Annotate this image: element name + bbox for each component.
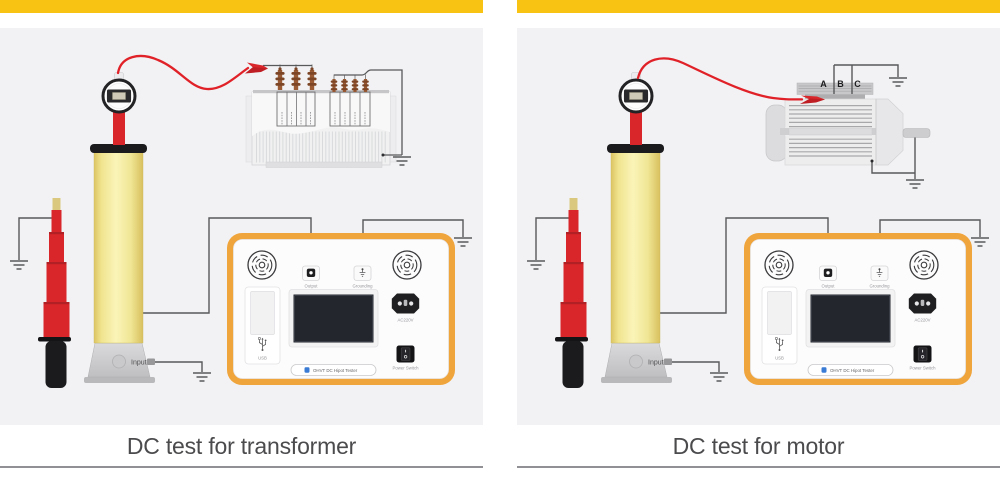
usb-module: USB [244,286,281,365]
top-accent-bar [517,0,1000,13]
output-label: Output [305,284,319,289]
ground-icon [970,237,990,247]
panel-motor: A B C [517,0,1000,480]
usb-module: USB [761,286,798,365]
caption-motor: DC test for motor [672,433,845,459]
top-accent-bar [0,0,483,13]
ac-socket: AC220V [908,293,937,323]
hv-test-source: Input [601,72,672,383]
ground-icon [905,179,925,189]
caption-underline [0,466,483,468]
hv-bushings [275,64,317,90]
fan-icon [247,250,277,280]
transformer-test-diagram: Input [9,54,473,388]
hv-cable [116,54,268,91]
caption-underline [517,466,1000,468]
meter-icon [618,72,654,114]
motor-test-diagram: A B C [526,57,990,388]
ac-socket-label: AC220V [914,318,930,323]
display-screen [288,289,379,348]
input-label: Input [131,360,147,367]
power-switch-label: Power Switch [909,366,936,371]
diagram-canvas-motor: A B C [517,28,1000,425]
power-switch-label: Power Switch [392,366,419,371]
power-switch: Power Switch [909,345,936,371]
grounding-terminal: Grounding [352,265,373,289]
alligator-clamp-icon [245,62,268,74]
nameplate: OHVT DC Hipot Tester [807,364,894,376]
output-label: Output [822,284,836,289]
fan-icon [764,250,794,280]
grounding-label: Grounding [352,284,373,289]
hv-cable [636,57,825,104]
input-connector [112,354,126,369]
panel-transformer: Input [0,0,483,480]
winding-frames [276,91,371,127]
ac-socket-label: AC220V [397,318,413,323]
caption-transformer: DC test for transformer [126,433,357,459]
dc-hipot-tester: Output Grounding [744,233,972,385]
diagram-canvas-transformer: Input [0,28,483,425]
meter-icon [101,72,137,114]
ac-socket: AC220V [391,293,420,323]
usb-icon [258,337,267,351]
terminal-ground-wires [833,64,916,179]
ground-icon [9,260,29,270]
fan-icon [909,250,939,280]
grounding-terminal: Grounding [869,265,890,289]
ground-icon [709,372,729,382]
hv-test-source: Input [84,72,155,383]
nameplate: OHVT DC Hipot Tester [290,364,377,376]
motor-terminal-labels: A B C [820,79,861,89]
display-screen [805,289,896,348]
transformer-graphic [245,64,412,168]
brand-logo [821,367,827,373]
bushing-buses [263,64,403,156]
ground-icon [878,268,881,271]
nameplate-text: OHVT DC Hipot Tester [830,368,875,373]
grounding-label: Grounding [869,284,890,289]
ground-icon [453,237,473,247]
output-terminal: Output [819,265,837,289]
output-terminal: Output [302,265,320,289]
dc-hipot-tester: Output Grounding [227,233,455,385]
input-label: Input [648,360,664,367]
fan-icon [392,250,422,280]
terminal-c-label: C [854,79,861,89]
ground-icon [526,260,546,270]
lv-bushings [330,74,369,92]
motor-graphic: A B C [765,64,931,189]
terminal-b-label: B [837,79,844,89]
discharge-rod [555,198,588,388]
ground-icon [888,77,908,87]
usb-label: USB [258,356,267,361]
usb-label: USB [775,356,784,361]
input-connector [629,354,643,369]
discharge-rod [38,198,71,388]
brand-logo [304,367,310,373]
ground-icon [192,372,212,382]
alligator-clamp-icon [800,95,825,104]
ground-icon [361,268,364,271]
power-switch: Power Switch [392,345,419,371]
nameplate-text: OHVT DC Hipot Tester [313,368,358,373]
terminal-a-label: A [820,79,827,89]
usb-icon [775,337,784,351]
